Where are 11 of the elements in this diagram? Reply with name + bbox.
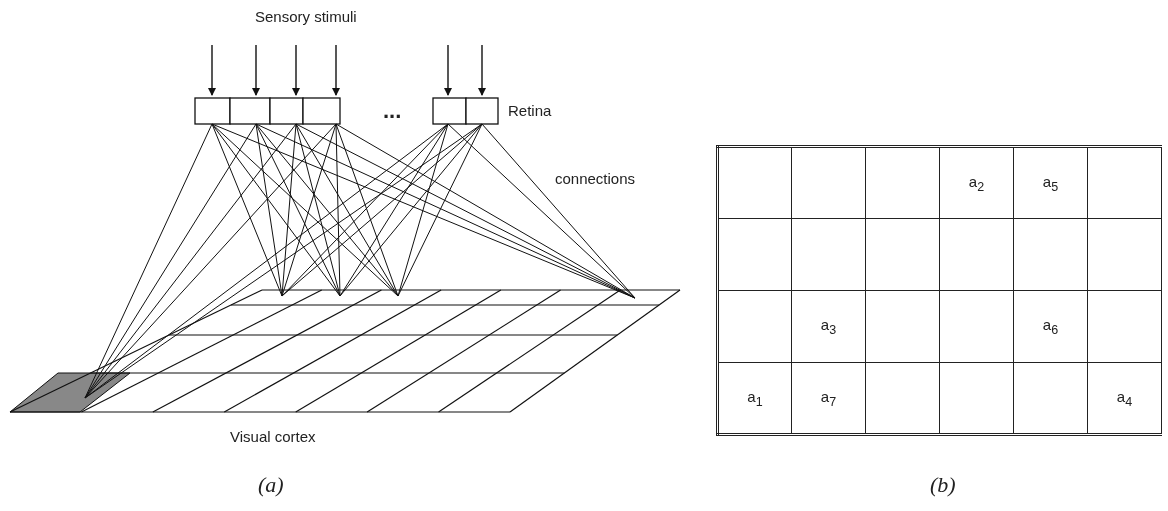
ellipsis: ... <box>383 98 402 124</box>
sensory-stimuli-label: Sensory stimuli <box>255 8 357 25</box>
table-cell: a$_{3}$ <box>791 290 866 363</box>
table-cell: a$_{6}$ <box>1013 290 1088 363</box>
panel-caption: (a) <box>258 472 284 498</box>
visual-cortex-label: Visual cortex <box>230 428 316 445</box>
table-cell: a$_{5}$ <box>1013 146 1088 219</box>
connections-label: connections <box>555 170 636 187</box>
table-cell: a$_{2}$ <box>939 146 1014 219</box>
panel-caption: (b) <box>930 472 956 498</box>
retina-label: Retina <box>508 102 552 119</box>
